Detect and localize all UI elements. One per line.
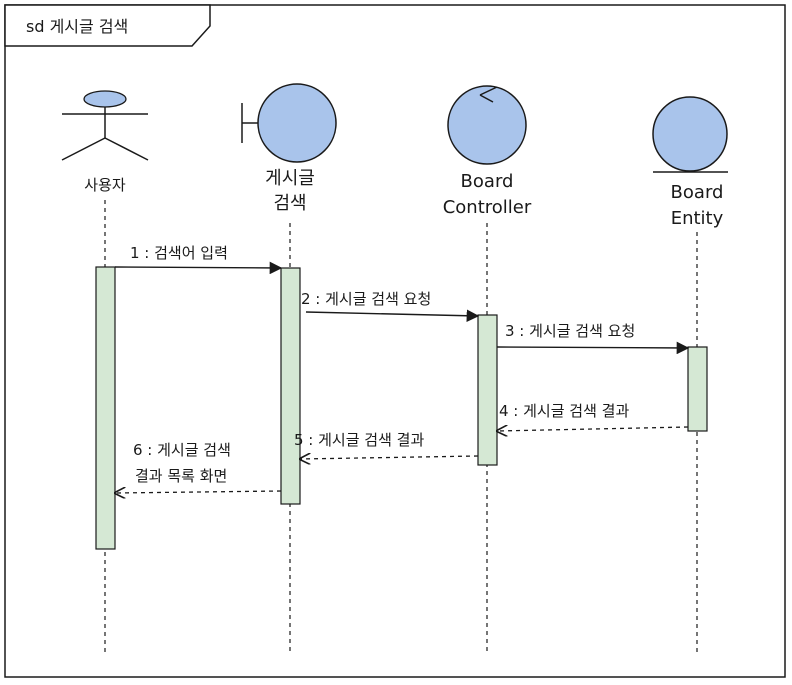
activation-search-boundary — [280, 267, 301, 505]
entity-icon — [652, 96, 728, 173]
controller-label-line2: Controller — [443, 197, 532, 218]
boundary-icon — [241, 83, 337, 163]
actor-head-icon — [83, 90, 127, 108]
activation-entity — [687, 346, 708, 432]
boundary-label-line1: 게시글 — [265, 168, 315, 189]
message-6-label-line2: 결과 목록 화면 — [135, 467, 227, 485]
message-5-label: 5 : 게시글 검색 결과 — [294, 431, 424, 449]
control-icon — [447, 85, 527, 165]
message-1-arrow — [114, 261, 283, 275]
actor-user-label: 사용자 — [84, 176, 126, 194]
entity-label-line1: Board — [671, 182, 724, 203]
actor-user — [61, 90, 149, 161]
message-4-label: 4 : 게시글 검색 결과 — [499, 402, 629, 420]
controller-label-line1: Board — [461, 171, 514, 192]
message-6-label-line1: 6 : 게시글 검색 — [133, 441, 231, 459]
message-5-arrow — [300, 456, 479, 459]
message-2-label: 2 : 게시글 검색 요청 — [301, 290, 431, 308]
frame-title: sd 게시글 검색 — [26, 17, 128, 36]
message-2-arrow — [305, 309, 480, 323]
message-6-arrow — [115, 491, 282, 493]
activation-user — [95, 266, 116, 550]
message-3-arrow — [496, 341, 690, 355]
message-1-label: 1 : 검색어 입력 — [130, 244, 228, 262]
boundary-label-line2: 검색 — [273, 193, 306, 214]
diagram-frame — [4, 4, 786, 678]
activation-controller — [477, 314, 498, 466]
frame-title-tab — [4, 4, 211, 47]
message-3-label: 3 : 게시글 검색 요청 — [505, 322, 635, 340]
entity-label-line2: Entity — [671, 208, 724, 229]
